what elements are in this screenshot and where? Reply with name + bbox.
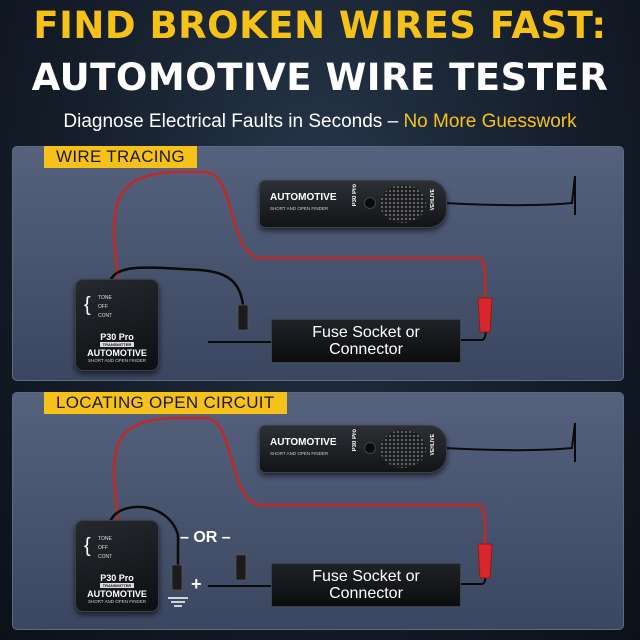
transmitter-desc: SHORT AND OPEN FINDER (87, 358, 147, 363)
probe-desc: SHORT AND OPEN FINDER (270, 206, 329, 211)
mode-labels: TONE OFF CONT (98, 535, 112, 562)
transmitter-role: TRANSMITTER (100, 342, 134, 347)
receiver-probe: AUTOMOTIVE SHORT AND OPEN FINDER P30 Pro… (259, 180, 447, 228)
receiver-probe: AUTOMOTIVE SHORT AND OPEN FINDER P30 Pro… (259, 425, 447, 473)
transmitter-model: P30 Pro (100, 573, 134, 583)
probe-button (364, 197, 376, 209)
probe-vendor: VEHLIVE (430, 434, 436, 456)
subtitle-main: Diagnose Electrical Faults in Seconds – (63, 111, 404, 132)
mode-off: OFF (98, 545, 108, 551)
transmitter-device: { TONE OFF CONT P30 Pro TRANSMITTER AUTO… (75, 279, 159, 371)
speaker-grille (380, 185, 426, 223)
probe-brand: AUTOMOTIVE (270, 437, 337, 448)
mode-switch: { (84, 535, 91, 557)
panel-title-wire-tracing: WIRE TRACING (44, 146, 197, 168)
mode-cont: CONT (98, 554, 113, 560)
transmitter-role: TRANSMITTER (100, 583, 134, 588)
subtitle: Diagnose Electrical Faults in Seconds – … (0, 111, 640, 133)
transmitter-model: P30 Pro (100, 332, 134, 342)
probe-vendor: VEHLIVE (430, 189, 436, 211)
transmitter-brand: AUTOMOTIVE (87, 348, 147, 358)
headline-line-1: FIND BROKEN WIRES FAST: (33, 4, 607, 47)
speaker-grille (380, 430, 426, 468)
probe-desc: SHORT AND OPEN FINDER (270, 451, 329, 456)
or-label: – OR – (180, 529, 231, 546)
probe-brand: AUTOMOTIVE (270, 192, 337, 203)
mode-cont: CONT (98, 313, 113, 319)
mode-tone: TONE (98, 295, 112, 301)
probe-model: P30 Pro (352, 184, 358, 207)
probe-button (364, 442, 376, 454)
panel-title-open-circuit: LOCATING OPEN CIRCUIT (44, 392, 287, 414)
transmitter-device: { TONE OFF CONT P30 Pro TRANSMITTER AUTO… (75, 520, 159, 612)
plus-label: + (191, 574, 202, 594)
fuse-socket-box: Fuse Socket or Connector (271, 319, 461, 363)
headline-line-2: AUTOMOTIVE WIRE TESTER (31, 56, 609, 99)
probe-model: P30 Pro (352, 429, 358, 452)
mode-switch: { (84, 294, 91, 316)
transmitter-desc: SHORT AND OPEN FINDER (87, 599, 147, 604)
mode-off: OFF (98, 304, 108, 310)
fuse-socket-box: Fuse Socket or Connector (271, 563, 461, 607)
mode-labels: TONE OFF CONT (98, 294, 112, 321)
subtitle-highlight: No More Guesswork (403, 111, 577, 132)
transmitter-brand: AUTOMOTIVE (87, 589, 147, 599)
mode-tone: TONE (98, 536, 112, 542)
